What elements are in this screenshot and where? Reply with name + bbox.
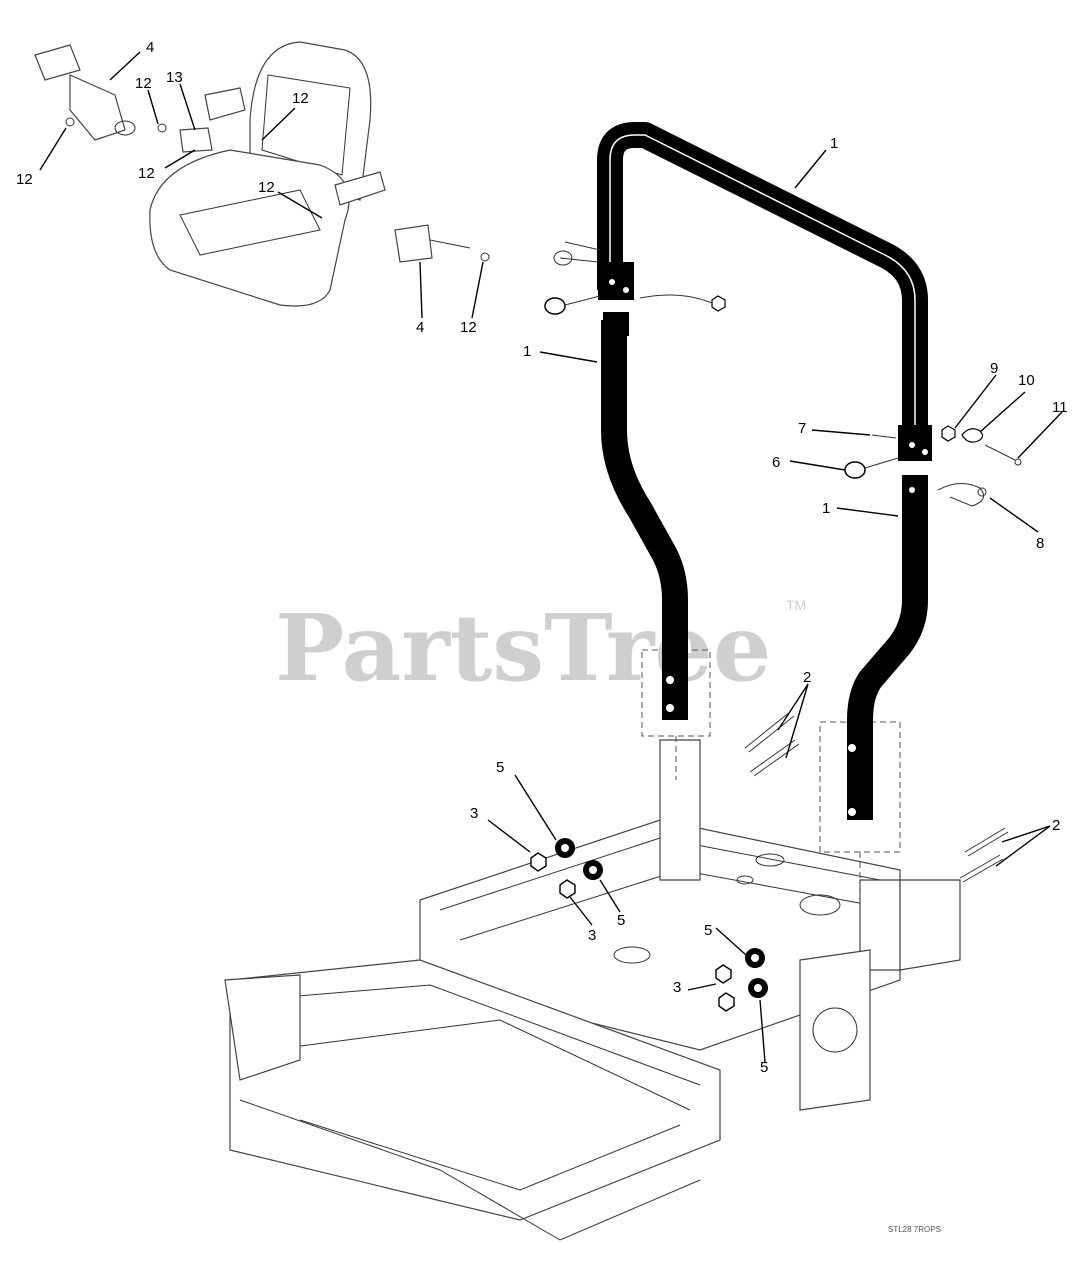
callout-12: 12 (292, 90, 309, 107)
callout-4: 4 (146, 39, 154, 56)
callout-7: 7 (798, 420, 806, 437)
callout-1: 1 (830, 135, 838, 152)
pivot-hardware (544, 241, 1022, 507)
callout-2: 2 (1052, 817, 1060, 834)
drawing-code: STL28 7ROPS (888, 1225, 941, 1234)
callout-4: 4 (416, 319, 424, 336)
mower-frame (224, 739, 961, 1241)
callout-5: 5 (496, 759, 504, 776)
callout-6: 6 (772, 454, 780, 471)
seat-switch-parts (34, 44, 490, 263)
callout-12: 12 (138, 165, 155, 182)
callout-2: 2 (803, 669, 811, 686)
mount-hardware (530, 711, 1009, 1012)
callout-1: 1 (822, 500, 830, 517)
callout-13: 13 (166, 69, 183, 86)
callout-5: 5 (617, 912, 625, 929)
rops-roll-bar (597, 122, 932, 820)
callout-10: 10 (1018, 372, 1035, 389)
callout-11: 11 (1052, 399, 1068, 416)
seat-assembly (149, 41, 386, 307)
callout-9: 9 (990, 360, 998, 377)
callout-8: 8 (1036, 535, 1044, 552)
callout-12: 12 (16, 171, 33, 188)
callout-labels: 1 1 1 2 2 3 3 3 4 4 5 5 5 5 6 7 8 9 10 1… (16, 39, 1068, 1076)
callout-12: 12 (135, 75, 152, 92)
callout-5: 5 (760, 1059, 768, 1076)
callout-1: 1 (523, 343, 531, 360)
callout-3: 3 (673, 979, 681, 996)
callout-12: 12 (258, 179, 275, 196)
leader-lines (39, 51, 1063, 1063)
watermark-logo: PartsTree (275, 594, 771, 702)
callout-3: 3 (470, 805, 478, 822)
callout-5: 5 (704, 922, 712, 939)
callout-3: 3 (588, 927, 596, 944)
watermark-trademark: TM (786, 597, 806, 613)
callout-12: 12 (460, 319, 477, 336)
